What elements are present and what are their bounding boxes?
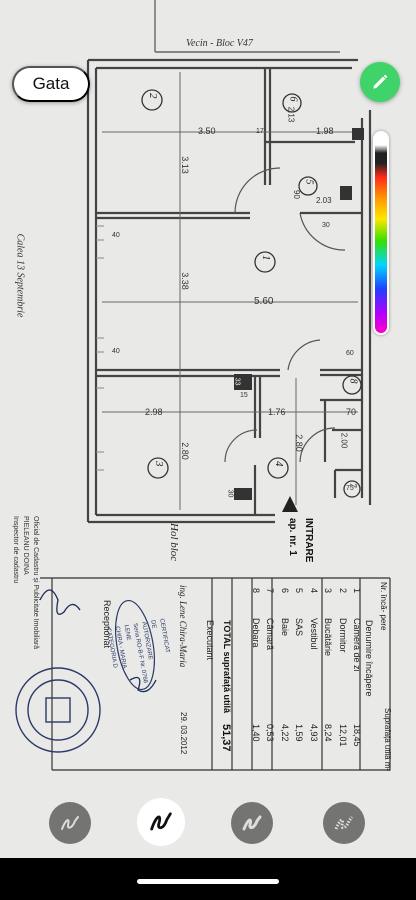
executant-label: Executant <box>205 620 215 661</box>
date-label: 29. 03.2012 <box>179 712 188 755</box>
room-number: 1 <box>260 255 272 261</box>
dim-313: 3.13 <box>179 156 190 174</box>
official-block: Oficial de Cadastru și Publicitate Imobi… <box>12 516 39 650</box>
dim-40c: 40 <box>112 348 120 355</box>
dim-350: 3.50 <box>198 126 216 136</box>
marker-tool-button[interactable] <box>137 798 185 846</box>
blur-brush-icon <box>334 816 354 830</box>
room-number: 2 <box>147 93 159 99</box>
dim-213: 2.13 <box>286 106 296 123</box>
room-number: 5 <box>303 179 315 185</box>
dim-280b: 2.80 <box>293 434 304 452</box>
room-number: 3 <box>153 461 165 467</box>
dim-75: 75 <box>346 485 354 492</box>
table-cell-nr: 7 <box>265 588 275 594</box>
system-nav-bar <box>0 858 416 900</box>
table-cell-area: 12,01 <box>337 724 348 747</box>
dim-30: 30 <box>322 222 330 229</box>
dim-200: 2.00 <box>339 432 349 449</box>
draw-mode-button[interactable] <box>360 62 400 102</box>
table-header-name: Denumire încăpere <box>364 620 374 697</box>
home-gesture-handle[interactable] <box>137 879 279 884</box>
table-cell-name: Cămară <box>265 618 275 651</box>
table-cell-area: 4,93 <box>308 724 319 742</box>
dim-203: 2.03 <box>316 196 332 205</box>
pencil-icon <box>373 74 388 89</box>
dim-280a: 2.80 <box>179 442 190 460</box>
neighbor-label: Vecin - Bloc V47 <box>186 38 253 49</box>
done-button[interactable]: Gata <box>12 66 90 102</box>
street-label: Calea 13 Septembrie <box>14 233 26 318</box>
hall-label: Hol bloc <box>168 523 180 562</box>
entrance-label: INTRARE <box>303 518 314 563</box>
table-cell-nr: 3 <box>323 588 333 594</box>
table-cell-name: Dormitor <box>337 618 348 653</box>
total-value: 51,37 <box>220 724 232 752</box>
dim-33: 33 <box>233 377 241 386</box>
room-number: 7 <box>348 483 358 488</box>
table-cell-name: Vestibul <box>308 618 319 650</box>
table-cell-area: 4,22 <box>279 724 290 742</box>
color-picker-slider[interactable] <box>373 131 389 335</box>
table-cell-nr: 2 <box>337 588 348 594</box>
pen-squiggle-icon <box>61 816 79 830</box>
apartment-label: ap. nr. 1 <box>287 518 298 556</box>
room-number: 8 <box>347 378 359 384</box>
table-cell-name: Debara <box>250 618 261 648</box>
pen-tool-button[interactable] <box>49 802 91 844</box>
dim-17: 17 <box>256 128 264 135</box>
highlighter-squiggle-icon <box>242 815 262 831</box>
dim-60: 60 <box>346 350 354 357</box>
marker-squiggle-icon <box>150 812 172 831</box>
table-cell-nr: 1 <box>352 588 362 594</box>
table-cell-nr: 6 <box>279 588 290 594</box>
table-cell-name: Baie <box>279 618 290 637</box>
table-cell-name: SAS <box>294 618 304 637</box>
floor-plan-drawing <box>15 0 391 771</box>
dim-176: 1.76 <box>268 407 286 417</box>
table-cell-area: 1,40 <box>250 724 261 742</box>
room-number: 6 <box>287 96 299 102</box>
table-cell-area: 18,45 <box>352 724 362 747</box>
dim-40a: 40 <box>112 232 120 239</box>
dim-30b: 30 <box>226 489 234 498</box>
dim-298: 2.98 <box>145 407 163 417</box>
markup-toolbar <box>0 780 416 858</box>
total-label: TOTAL suprafață utilă <box>222 620 232 714</box>
room-number: 4 <box>273 461 285 467</box>
table-cell-area: 0,53 <box>265 724 275 742</box>
table-cell-nr: 4 <box>308 588 319 594</box>
table-cell-area: 8,24 <box>323 724 333 742</box>
table-header-area: Suprafața utilă m² <box>383 708 392 772</box>
table-cell-area: 1,59 <box>294 724 304 742</box>
table-cell-nr: 5 <box>294 588 304 594</box>
table-cell-name: Cameră de zi <box>352 618 362 672</box>
document-photo[interactable]: Vecin - Bloc V47 Calea 13 Septembrie Hol… <box>0 0 416 858</box>
dim-198: 1.98 <box>316 126 334 136</box>
dim-90: 90 <box>291 190 301 199</box>
blur-tool-button[interactable] <box>323 802 365 844</box>
dim-70: 70 <box>346 407 357 417</box>
dim-15: 15 <box>240 392 248 399</box>
table-cell-name: Bucătărie <box>323 618 333 657</box>
dim-560: 5.60 <box>254 296 274 307</box>
table-cell-nr: 8 <box>250 588 261 594</box>
highlighter-tool-button[interactable] <box>231 802 273 844</box>
dim-338: 3.38 <box>179 272 190 290</box>
